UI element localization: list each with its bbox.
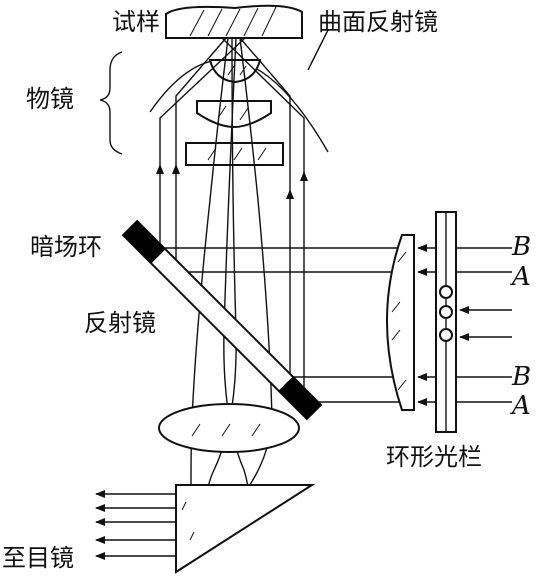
tube-lens: [158, 403, 300, 453]
label-ray-b-bottom: B: [511, 362, 531, 392]
label-ray-a-top: A: [510, 262, 531, 292]
sample-block: [165, 4, 303, 39]
objective-brace: [99, 51, 123, 155]
dark-field-ring-left: [123, 221, 166, 264]
condenser-lens: [386, 234, 415, 411]
label-annular-stop: 环形光栏: [386, 443, 482, 471]
objective-lens-bottom: [185, 142, 284, 166]
objective-lens-group: [99, 51, 284, 166]
annular-stop: [435, 211, 457, 433]
reflector-plate: [121, 219, 323, 421]
label-curved-mirror: 曲面反射镜: [318, 8, 438, 36]
curved-reflector-leader: [307, 29, 329, 71]
label-to-eyepiece: 至目镜: [2, 544, 74, 572]
illumination-rays: [156, 37, 512, 406]
label-sample: 试样: [112, 8, 160, 36]
label-ray-a-bottom: A: [510, 391, 531, 421]
prism: [175, 484, 316, 574]
label-objective: 物镜: [26, 85, 74, 113]
dark-field-ring-right: [278, 376, 321, 419]
objective-lens-middle: [196, 100, 272, 129]
label-reflector: 反射镜: [84, 309, 156, 337]
label-dark-field-ring: 暗场环: [30, 233, 102, 261]
label-ray-b-top: B: [511, 232, 531, 262]
eyepiece-output-rays: [95, 490, 176, 560]
